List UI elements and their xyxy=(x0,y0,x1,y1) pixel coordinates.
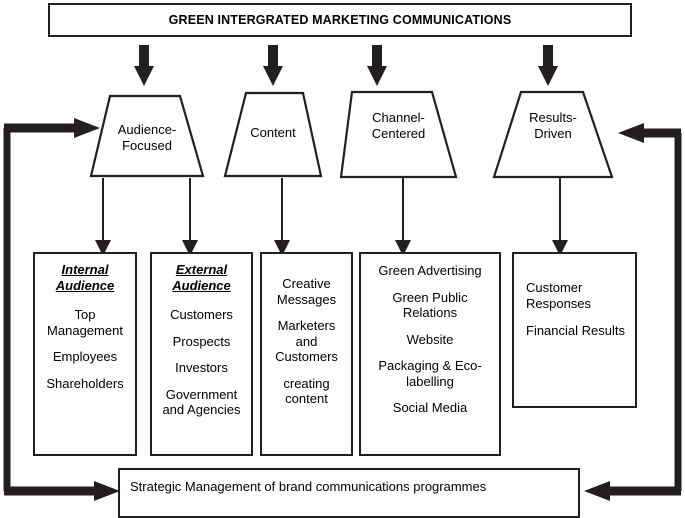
page-title: GREEN INTERGRATED MARKETING COMMUNICATIO… xyxy=(168,13,512,27)
entry-line: creating xyxy=(283,375,330,391)
entry-line: Green Advertising xyxy=(378,263,482,278)
thick-down-arrow-content xyxy=(263,45,283,86)
entry-line: Management xyxy=(47,322,123,338)
entry-line: Financial Results xyxy=(526,323,625,338)
entry-line: Customers xyxy=(170,307,233,322)
entry-line: Prospects xyxy=(172,333,231,349)
list-item: creating content xyxy=(266,376,347,407)
entry-line: Social Media xyxy=(392,400,468,415)
list-item: Financial Results xyxy=(526,323,635,339)
entry-line: Marketers xyxy=(277,318,336,333)
list-item: Government and Agencies xyxy=(156,387,247,418)
pillar-trapezoids xyxy=(89,90,614,179)
entry-line: and Agencies xyxy=(162,402,241,417)
detail-box-heading: Internal Audience xyxy=(39,262,131,293)
detail-box-internal-audience: Internal Audience Top Management Employe… xyxy=(33,252,137,456)
framework-title-box: GREEN INTERGRATED MARKETING COMMUNICATIO… xyxy=(48,3,632,37)
list-item: Shareholders xyxy=(39,376,131,392)
entry-line: Messages xyxy=(276,291,337,307)
thick-down-arrow-audience-focused xyxy=(134,45,154,86)
trapezoid-channel-centered xyxy=(339,90,458,179)
thick-down-arrow-results-driven xyxy=(538,45,558,86)
entry-line: Packaging & Eco- xyxy=(378,358,482,373)
list-item: Marketers and Customers xyxy=(266,318,347,365)
entry-line: Website xyxy=(406,331,454,347)
list-item: Prospects xyxy=(156,334,247,350)
list-item: Packaging & Eco- labelling xyxy=(365,358,495,389)
list-item: Green Public Relations xyxy=(365,290,495,321)
detail-box-heading: External Audience xyxy=(156,262,247,293)
entry-line: Government xyxy=(165,386,238,402)
entry-line: Top xyxy=(74,307,96,322)
list-item: Customers xyxy=(156,307,247,323)
heading-line: Internal xyxy=(61,262,109,277)
entry-line: Investors xyxy=(175,360,228,375)
entry-line: Green Public xyxy=(392,289,468,305)
trapezoid-audience-focused xyxy=(89,94,205,178)
title-to-pillar-arrows xyxy=(134,45,558,86)
list-item: Social Media xyxy=(365,400,495,416)
trapezoid-content xyxy=(223,91,323,178)
detail-box-external-audience: External Audience Customers Prospects In… xyxy=(150,252,253,456)
entry-line: Relations xyxy=(402,305,458,320)
thick-down-arrow-channel-centered xyxy=(367,45,387,86)
detail-box-channel-detail: Green Advertising Green Public Relations… xyxy=(359,252,501,456)
entry-line: Responses xyxy=(526,295,592,311)
detail-box-results-detail: Customer Responses Financial Results xyxy=(512,252,637,408)
list-item: Creative Messages xyxy=(266,276,347,307)
strategic-management-box: Strategic Management of brand communicat… xyxy=(118,468,580,518)
list-item: Investors xyxy=(156,360,247,376)
entry-line: Customer xyxy=(526,280,583,295)
entry-line: Creative xyxy=(282,276,331,291)
list-item: Top Management xyxy=(39,307,131,338)
entry-line: Customers xyxy=(275,349,338,364)
entry-line: labelling xyxy=(406,373,454,389)
list-item: Website xyxy=(365,332,495,348)
pillar-to-detail-arrows xyxy=(95,178,568,256)
trapezoid-results-driven xyxy=(492,90,614,179)
entry-line: Shareholders xyxy=(46,375,124,391)
entry-line: and xyxy=(295,333,318,349)
heading-line: Audience xyxy=(172,277,231,293)
list-item: Employees xyxy=(39,349,131,365)
entry-line: Employees xyxy=(52,349,118,364)
detail-box-content-detail: Creative Messages Marketers and Customer… xyxy=(260,252,353,456)
right-feedback-loop xyxy=(584,123,682,501)
entry-line: content xyxy=(285,391,328,406)
strategic-management-label: Strategic Management of brand communicat… xyxy=(130,479,487,494)
list-item: Customer Responses xyxy=(526,280,635,311)
heading-line: External xyxy=(175,262,228,277)
list-item: Green Advertising xyxy=(365,263,495,279)
left-feedback-loop xyxy=(3,118,120,501)
heading-line: Audience xyxy=(55,277,115,293)
